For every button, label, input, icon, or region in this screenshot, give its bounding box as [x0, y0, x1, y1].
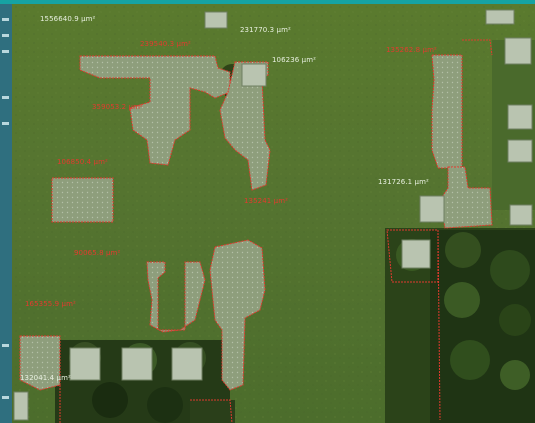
building-icon[interactable]	[485, 9, 515, 25]
building-icon[interactable]	[171, 347, 203, 381]
building-icon[interactable]	[69, 347, 101, 381]
area-label: 1556640.9 µm²	[40, 15, 96, 23]
area-label: 239540.3 µm²	[140, 40, 191, 48]
toolbar-tick	[2, 344, 9, 347]
area-label: 131726.1 µm²	[378, 178, 429, 186]
toolbar-tick	[2, 96, 9, 99]
building-icon[interactable]	[507, 104, 533, 130]
area-label: 135241 µm²	[244, 197, 289, 205]
area-label: 106850.4 µm²	[57, 158, 108, 166]
left-toolbar-strip	[0, 4, 12, 423]
area-label: 165355.9 µm²	[25, 300, 76, 308]
building-icon[interactable]	[13, 391, 29, 421]
toolbar-tick	[2, 50, 9, 53]
zone-boundary[interactable]	[439, 166, 493, 229]
parcel-boundary[interactable]	[386, 229, 439, 283]
building-icon[interactable]	[204, 11, 228, 29]
area-label: 90065.8 µm²	[74, 249, 121, 257]
building-icon[interactable]	[419, 195, 445, 223]
zone-boundary[interactable]	[19, 335, 61, 391]
zone-boundary[interactable]	[146, 261, 206, 333]
toolbar-tick	[2, 122, 9, 125]
building-icon[interactable]	[241, 63, 267, 87]
area-label: 135262.8 µm²	[386, 46, 437, 54]
area-label: 231770.3 µm²	[240, 26, 291, 34]
parcel-boundary[interactable]	[190, 399, 233, 423]
zone-boundary[interactable]	[79, 55, 231, 166]
top-toolbar-strip	[0, 0, 535, 4]
zone-boundary[interactable]	[431, 54, 463, 169]
building-icon[interactable]	[121, 347, 153, 381]
zone-boundary[interactable]	[51, 177, 114, 223]
toolbar-tick	[2, 34, 9, 37]
area-label: 106236 µm²	[272, 56, 317, 64]
toolbar-tick	[2, 396, 9, 399]
area-label: 359053.2 µm²	[92, 103, 143, 111]
building-icon[interactable]	[509, 204, 533, 226]
parcel-boundary[interactable]	[462, 39, 493, 56]
parcel-boundary[interactable]	[437, 229, 441, 421]
zone-boundary[interactable]	[219, 61, 271, 191]
building-icon[interactable]	[401, 239, 431, 269]
zone-boundary[interactable]	[209, 239, 266, 391]
area-label: 132041.4 µm²	[20, 374, 71, 382]
toolbar-tick	[2, 18, 9, 21]
building-icon[interactable]	[504, 37, 532, 65]
building-icon[interactable]	[507, 139, 533, 163]
